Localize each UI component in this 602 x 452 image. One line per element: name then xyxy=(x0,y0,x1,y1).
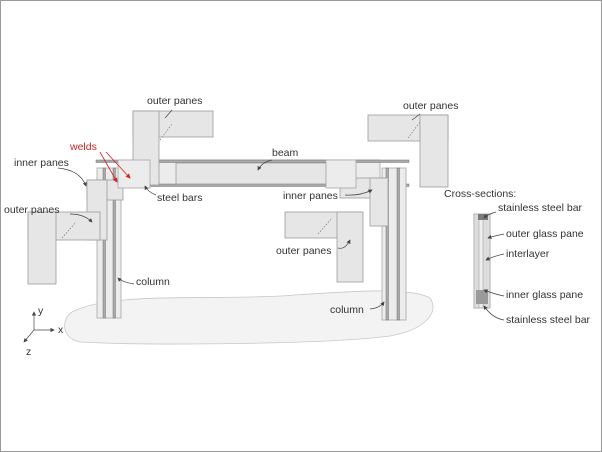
leader-outer-glass xyxy=(487,233,505,239)
label-column-left: column xyxy=(136,276,170,288)
cross-section xyxy=(473,213,491,309)
label-inner-panes-left: inner panes xyxy=(14,157,69,169)
leader-inner-glass xyxy=(483,289,505,297)
leader-steel-bars xyxy=(144,185,157,196)
label-cross-sections: Cross-sections: xyxy=(444,188,516,200)
leader-ss-top xyxy=(483,211,497,219)
label-column-right: column xyxy=(330,304,364,316)
right-inner-panes xyxy=(325,159,389,227)
left-lower-outer-pane xyxy=(27,211,101,285)
label-outer-panes-lower-right: outer panes xyxy=(276,245,331,257)
right-lower-outer-pane xyxy=(284,211,364,283)
axis-label-y: y xyxy=(38,305,44,317)
leader-outer-panes-left xyxy=(164,109,173,119)
label-welds: welds xyxy=(69,141,97,153)
leader-welds-b xyxy=(105,151,131,179)
label-inner-glass-pane: inner glass pane xyxy=(506,289,583,301)
label-stainless-steel-bar-bottom: stainless steel bar xyxy=(506,314,591,326)
axis-label-x: x xyxy=(58,324,64,336)
leader-outer-panes-right xyxy=(411,113,421,121)
right-upper-outer-pane xyxy=(367,114,449,188)
axis-label-z: z xyxy=(26,346,31,358)
leader-outer-panes-lower-right xyxy=(337,239,351,249)
leader-beam xyxy=(257,159,273,171)
leader-interlayer xyxy=(485,253,505,261)
leader-column-left xyxy=(117,277,135,285)
label-interlayer: interlayer xyxy=(506,248,550,260)
label-outer-glass-pane: outer glass pane xyxy=(506,228,584,240)
leader-inner-panes-left xyxy=(57,167,87,187)
label-steel-bars: steel bars xyxy=(157,192,203,204)
label-inner-panes-right: inner panes xyxy=(283,190,338,202)
left-column xyxy=(96,167,122,319)
leader-welds-a xyxy=(99,151,118,183)
label-outer-panes-top-right: outer panes xyxy=(403,100,458,112)
leader-inner-panes-right xyxy=(344,189,373,196)
label-outer-panes-top-left: outer panes xyxy=(147,95,202,107)
coordinate-axes xyxy=(23,311,55,343)
leader-column-right xyxy=(369,301,385,310)
leader-ss-bottom xyxy=(483,305,505,321)
ground-plane xyxy=(64,290,434,345)
label-outer-panes-left: outer panes xyxy=(4,204,59,216)
leader-outer-panes-lower-left xyxy=(69,213,93,223)
label-beam: beam xyxy=(272,147,299,159)
label-stainless-steel-bar-top: stainless steel bar xyxy=(498,202,583,214)
